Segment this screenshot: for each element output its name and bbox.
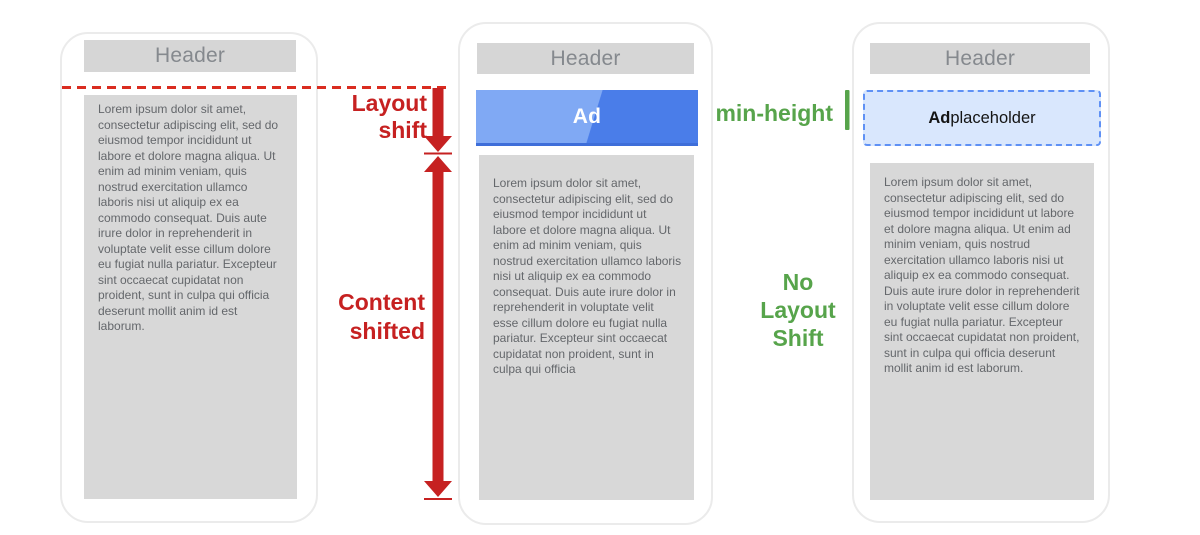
ad-placeholder-rest-text: placeholder <box>950 108 1036 127</box>
ad-placeholder-bold-text: Ad <box>928 108 951 127</box>
no-layout-shift-label: No Layout Shift <box>760 269 836 351</box>
phone-stable-mockup: Header Ad placeholder Lorem ipsum dolor … <box>852 22 1110 523</box>
content-shifted-label: Content shifted <box>338 289 425 344</box>
layout-shift-arrow-icon <box>424 88 452 155</box>
layout-shift-label: Layout shift <box>351 90 427 143</box>
phone-shifted-mockup: Header Ad Lorem ipsum dolor sit amet, co… <box>458 22 713 525</box>
body-text: Lorem ipsum dolor sit amet, consectetur … <box>870 163 1094 500</box>
content-shifted-arrow-icon <box>424 156 452 500</box>
phone-before-mockup: Header Lorem ipsum dolor sit amet, conse… <box>60 32 318 523</box>
header-bar: Header <box>84 40 296 72</box>
body-text: Lorem ipsum dolor sit amet, consectetur … <box>84 95 297 499</box>
min-height-label: min-height <box>715 100 833 126</box>
header-bar: Header <box>870 43 1090 74</box>
ad-placeholder: Ad placeholder <box>863 90 1101 146</box>
body-text: Lorem ipsum dolor sit amet, consectetur … <box>479 155 694 500</box>
ad-banner: Ad <box>476 90 698 146</box>
header-bar: Header <box>477 43 694 74</box>
min-height-line <box>845 90 850 130</box>
